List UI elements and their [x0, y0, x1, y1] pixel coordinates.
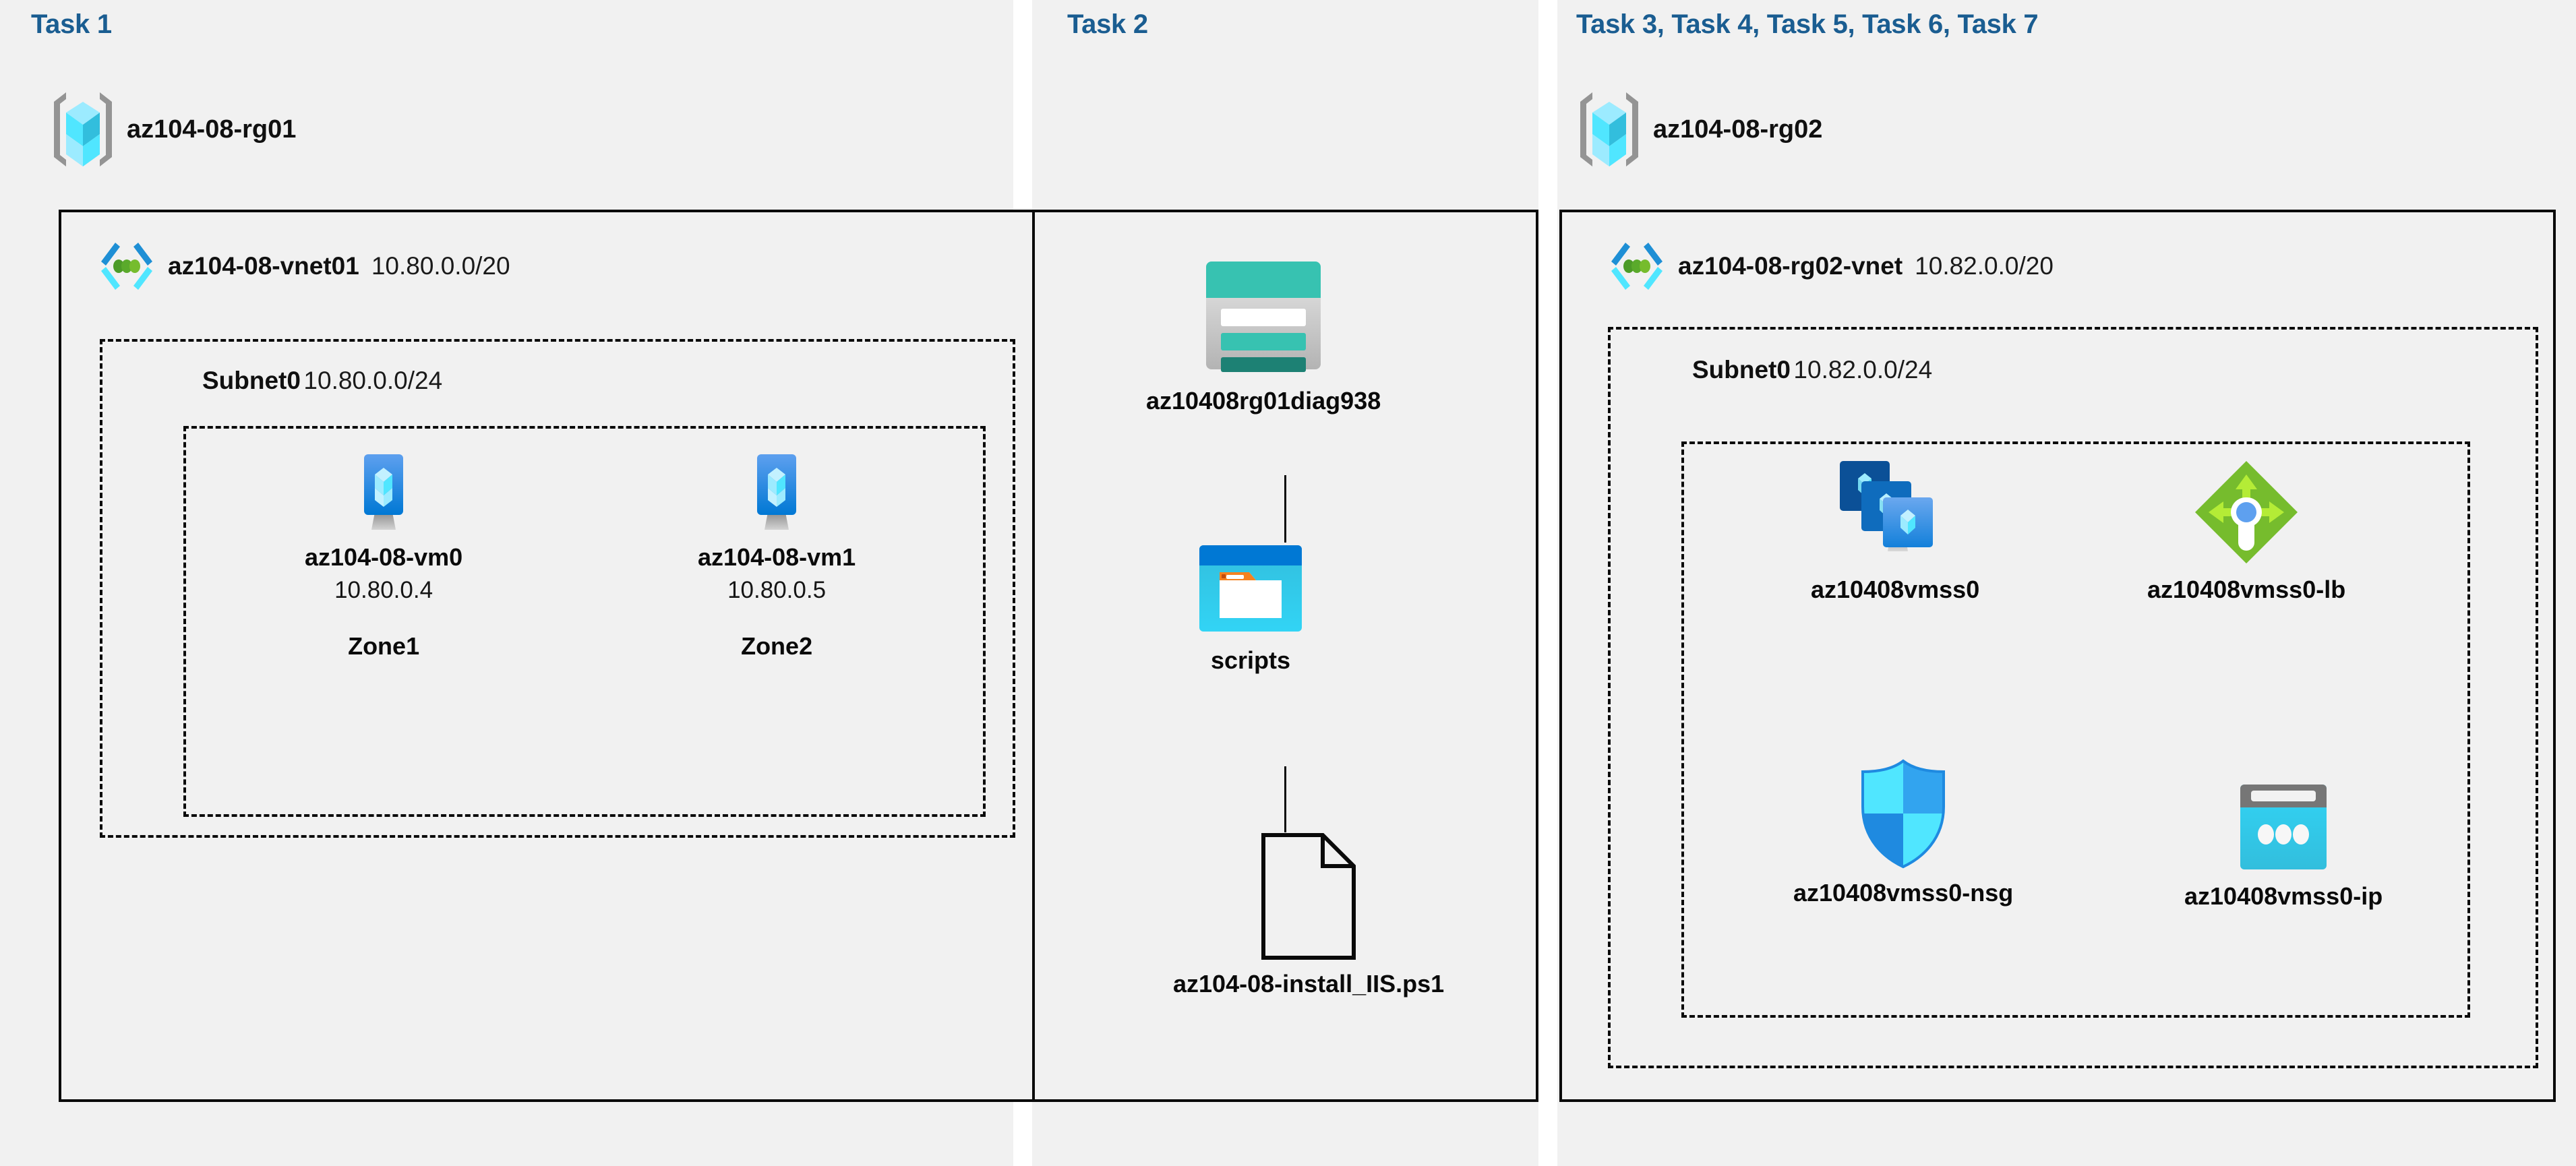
node-vm1-ip: 10.80.0.5: [727, 577, 827, 603]
resource-group-icon: [1578, 90, 1641, 169]
load-balancer-icon: [2192, 458, 2300, 566]
node-vm1-name: az104-08-vm1: [698, 543, 856, 571]
node-public-ip[interactable]: az10408vmss0-ip: [2184, 782, 2383, 911]
subnet0-right-boundary: [1608, 327, 2538, 1068]
virtual-machine-icon: [349, 453, 418, 534]
node-public-ip-name: az10408vmss0-ip: [2184, 882, 2383, 910]
vm-scale-set-icon: [1833, 458, 1958, 566]
node-vmss[interactable]: az10408vmss0: [1811, 458, 1979, 604]
subnet0-left-cidr: 10.80.0.0/24: [303, 367, 443, 394]
node-load-balancer[interactable]: az10408vmss0-lb: [2147, 458, 2345, 604]
node-blob-container[interactable]: scripts: [1197, 543, 1305, 675]
public-ip-address-icon: [2236, 782, 2331, 873]
task1-heading: Task 1: [31, 9, 112, 39]
node-script-file[interactable]: az104-08-install_IIS.ps1: [1173, 832, 1444, 998]
node-vm0-zone: Zone1: [348, 632, 420, 660]
node-nsg-name: az10408vmss0-nsg: [1793, 879, 2014, 907]
storage-account-icon: [1199, 256, 1327, 377]
node-vm0[interactable]: az104-08-vm0 10.80.0.4 Zone1: [305, 453, 462, 661]
node-vm0-ip: 10.80.0.4: [334, 577, 433, 603]
resource-group-rg01-label: az104-08-rg01: [127, 115, 297, 144]
vnet02-header: az104-08-rg02-vnet 10.82.0.0/20: [1608, 237, 2054, 295]
node-vm0-name: az104-08-vm0: [305, 543, 463, 571]
vnet02-boundary: [1559, 210, 2556, 1102]
resource-group-rg02-label: az104-08-rg02: [1653, 115, 1823, 144]
node-vm1[interactable]: az104-08-vm1 10.80.0.5 Zone2: [698, 453, 856, 661]
resource-group-rg01: az104-08-rg01: [51, 90, 296, 169]
virtual-network-icon: [1608, 237, 1666, 295]
virtual-network-icon: [98, 237, 156, 295]
subnet0-right-cidr: 10.82.0.0/24: [1793, 356, 1933, 383]
file-icon: [1258, 832, 1359, 960]
vmss-group-boundary: [1681, 441, 2470, 1018]
vnet01-header: az104-08-vnet01 10.80.0.0/20: [98, 237, 510, 295]
task3to7-heading: Task 3, Task 4, Task 5, Task 6, Task 7: [1576, 9, 2039, 39]
subnet0-left-name: Subnet0: [202, 367, 301, 394]
resource-group-icon: [51, 90, 115, 169]
vnet02-cidr: 10.82.0.0/20: [1915, 252, 2054, 280]
node-storage-account[interactable]: az10408rg01diag938: [1146, 256, 1381, 415]
node-vmss-name: az10408vmss0: [1811, 576, 1980, 603]
node-load-balancer-name: az10408vmss0-lb: [2147, 576, 2346, 603]
subnet0-left-label: Subnet0 10.80.0.0/24: [202, 367, 442, 395]
connector-scripts-to-file: [1284, 766, 1286, 832]
node-vm1-zone: Zone2: [741, 632, 813, 660]
virtual-machine-icon: [742, 453, 811, 534]
subnet0-right-name: Subnet0: [1692, 356, 1791, 383]
subnet0-left-boundary: [100, 339, 1015, 838]
node-storage-account-name: az10408rg01diag938: [1146, 387, 1381, 415]
vnet02-name: az104-08-rg02-vnet: [1678, 252, 1903, 280]
network-security-group-icon: [1856, 758, 1950, 869]
resource-group-rg02: az104-08-rg02: [1578, 90, 1822, 169]
subnet0-right-label: Subnet0 10.82.0.0/24: [1692, 356, 1932, 384]
vm-zone-group-boundary: [183, 426, 986, 817]
node-nsg[interactable]: az10408vmss0-nsg: [1793, 758, 2013, 907]
task2-heading: Task 2: [1067, 9, 1148, 39]
blob-container-icon: [1197, 543, 1305, 637]
node-script-file-name: az104-08-install_IIS.ps1: [1173, 970, 1445, 998]
connector-storage-to-scripts: [1284, 475, 1286, 543]
node-blob-container-name: scripts: [1210, 646, 1291, 674]
vnet01-name: az104-08-vnet01: [168, 252, 359, 280]
vnet01-cidr: 10.80.0.0/20: [371, 252, 510, 280]
